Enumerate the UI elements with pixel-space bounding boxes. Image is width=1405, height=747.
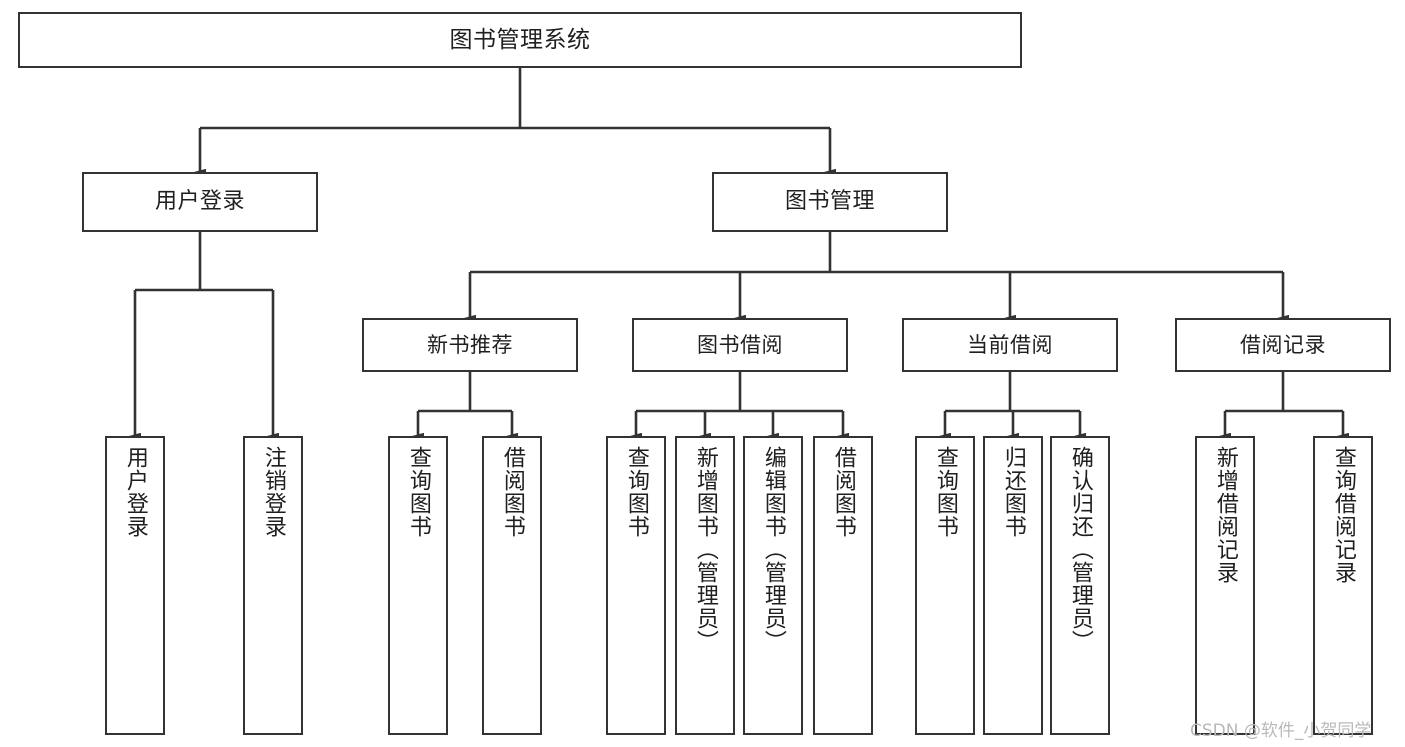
leaf-borrowrecord-add-record[interactable]: 新增借阅记录 <box>1195 436 1255 735</box>
leaf-bookborrow-borrow-book-label: 借阅图书 <box>830 446 856 538</box>
node-book-management-label: 图书管理 <box>784 189 875 214</box>
node-current-borrow[interactable]: 当前借阅 <box>902 318 1118 372</box>
leaf-bookborrow-add-book-label: 新增图书（管理员） <box>692 446 718 653</box>
node-book-borrow-label: 图书借阅 <box>697 332 783 357</box>
leaf-currentborrow-query-book-label: 查询图书 <box>932 446 958 538</box>
leaf-newbook-query-book-label: 查询图书 <box>405 446 431 538</box>
node-book-borrow[interactable]: 图书借阅 <box>632 318 848 372</box>
node-root[interactable]: 图书管理系统 <box>18 12 1022 68</box>
node-user-login[interactable]: 用户登录 <box>82 172 318 232</box>
leaf-newbook-query-book[interactable]: 查询图书 <box>388 436 448 735</box>
leaf-newbook-borrow-book-label: 借阅图书 <box>499 446 525 538</box>
node-root-label: 图书管理系统 <box>449 26 591 53</box>
leaf-currentborrow-return-book[interactable]: 归还图书 <box>983 436 1043 735</box>
node-borrow-record-label: 借阅记录 <box>1240 332 1326 357</box>
node-borrow-record[interactable]: 借阅记录 <box>1175 318 1391 372</box>
leaf-borrowrecord-query-record[interactable]: 查询借阅记录 <box>1313 436 1373 735</box>
leaf-logout-label: 注销登录 <box>260 446 286 538</box>
leaf-bookborrow-query-book[interactable]: 查询图书 <box>606 436 666 735</box>
node-current-borrow-label: 当前借阅 <box>967 332 1053 357</box>
leaf-newbook-borrow-book[interactable]: 借阅图书 <box>482 436 542 735</box>
node-new-book-recommend[interactable]: 新书推荐 <box>362 318 578 372</box>
leaf-bookborrow-edit-book-label: 编辑图书（管理员） <box>760 446 786 653</box>
leaf-bookborrow-edit-book[interactable]: 编辑图书（管理员） <box>743 436 803 735</box>
leaf-bookborrow-borrow-book[interactable]: 借阅图书 <box>813 436 873 735</box>
leaf-user-login-label: 用户登录 <box>122 446 148 538</box>
leaf-currentborrow-return-book-label: 归还图书 <box>1000 446 1026 538</box>
leaf-user-login[interactable]: 用户登录 <box>105 436 165 735</box>
csdn-watermark: CSDN @软件_小贺同学 <box>1190 721 1372 741</box>
leaf-logout[interactable]: 注销登录 <box>243 436 303 735</box>
leaf-bookborrow-add-book[interactable]: 新增图书（管理员） <box>675 436 735 735</box>
leaf-currentborrow-confirm-return-label: 确认归还（管理员） <box>1067 446 1093 653</box>
node-book-management[interactable]: 图书管理 <box>712 172 948 232</box>
leaf-borrowrecord-query-record-label: 查询借阅记录 <box>1330 446 1356 584</box>
node-user-login-label: 用户登录 <box>154 189 245 214</box>
node-new-book-recommend-label: 新书推荐 <box>427 332 513 357</box>
leaf-currentborrow-query-book[interactable]: 查询图书 <box>915 436 975 735</box>
leaf-borrowrecord-add-record-label: 新增借阅记录 <box>1212 446 1238 584</box>
leaf-currentborrow-confirm-return[interactable]: 确认归还（管理员） <box>1050 436 1110 735</box>
leaf-bookborrow-query-book-label: 查询图书 <box>623 446 649 538</box>
